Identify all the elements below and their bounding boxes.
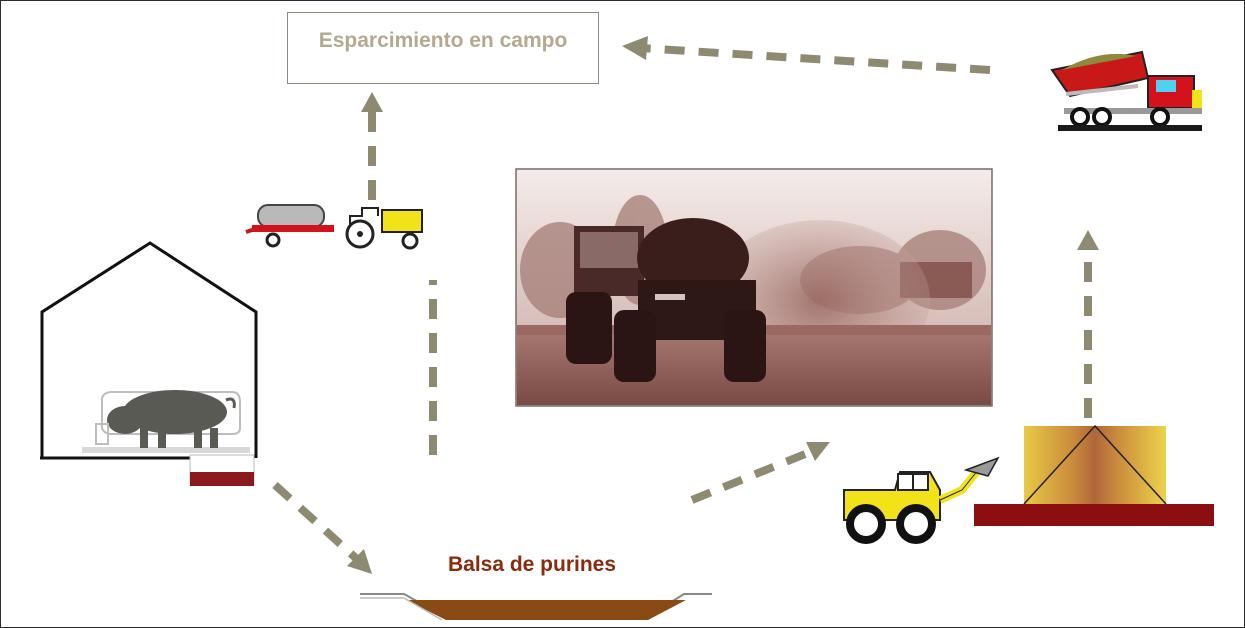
arrow-pond-to-photo xyxy=(690,448,812,504)
tractor-icon xyxy=(345,207,423,250)
arrow-truck-to-field xyxy=(639,44,991,74)
field-spreading-label: Esparcimiento en campo xyxy=(287,12,599,84)
spreading-photo xyxy=(515,168,993,407)
manure-pile-icon xyxy=(974,424,1214,526)
flow-arrows xyxy=(272,44,1092,563)
arrow-head-field-right xyxy=(622,36,648,60)
barn-icon xyxy=(40,241,258,486)
arrow-head-photo xyxy=(806,442,830,461)
dump-truck-icon xyxy=(1050,50,1202,131)
arrow-head-truck xyxy=(1077,230,1099,250)
pig-icon xyxy=(95,390,241,448)
slurry-pond-label: Balsa de purines xyxy=(447,553,617,576)
arrow-head-pond xyxy=(347,549,372,574)
arrow-barn-to-pond xyxy=(272,482,361,563)
slurry-pond-icon xyxy=(360,593,712,621)
wheel-loader-icon xyxy=(843,456,1000,544)
arrow-head-field-up xyxy=(361,92,383,112)
slurry-tank-trailer-icon xyxy=(245,204,334,248)
arrow-heads xyxy=(347,36,1099,574)
